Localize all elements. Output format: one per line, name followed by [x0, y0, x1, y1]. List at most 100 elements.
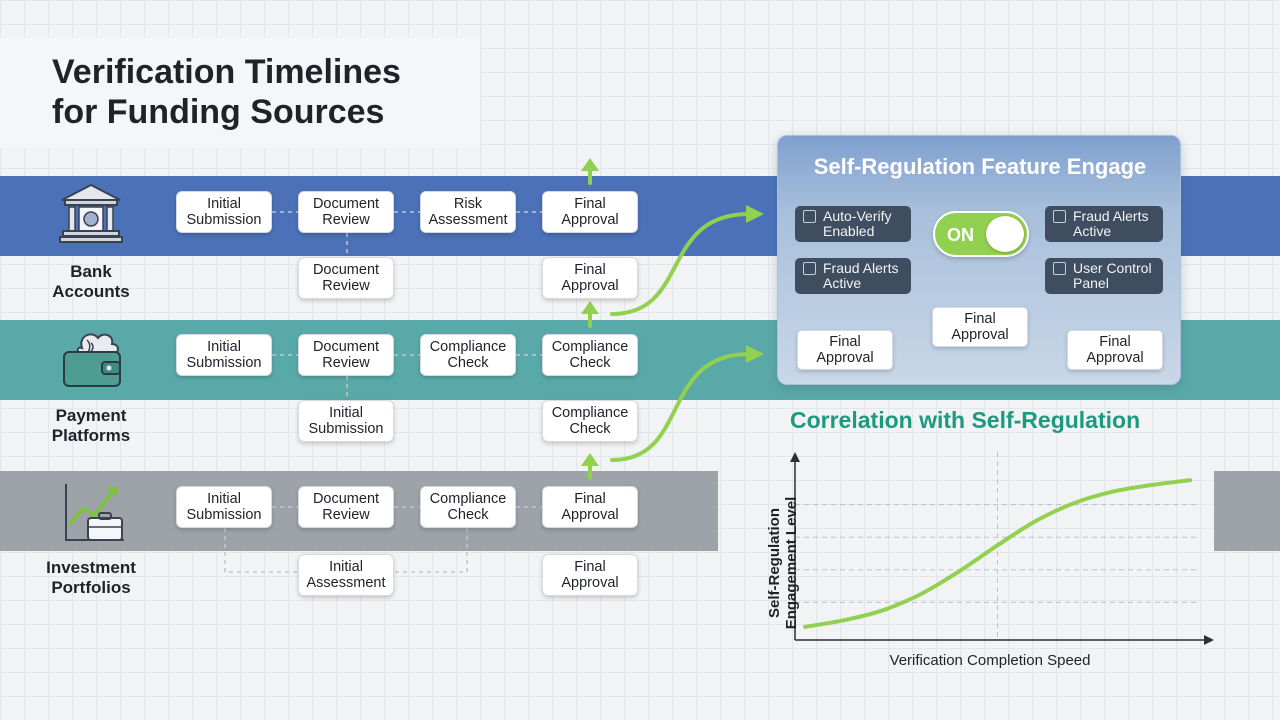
- step-line1: Compliance: [551, 405, 629, 421]
- investment-portfolios-band-right: [1214, 471, 1280, 551]
- step-line1: Document: [312, 262, 380, 278]
- toggle-knob: [986, 216, 1024, 252]
- step-line2: Check: [569, 421, 611, 437]
- source-label-payment-line1: Payment: [55, 406, 127, 425]
- chart-ylabel: Self-Regulation Engagement Level: [766, 488, 800, 638]
- option-line1: User Control: [1073, 260, 1152, 276]
- checkbox[interactable]: [1053, 210, 1066, 223]
- option-line1: Fraud Alerts: [1073, 208, 1149, 224]
- step-line2: Review: [322, 507, 370, 523]
- option-line2: Active: [823, 275, 862, 291]
- chart-xlabel: Verification Completion Speed: [889, 652, 1091, 669]
- checkbox[interactable]: [1053, 262, 1066, 275]
- source-label-investment: Investment Portfolios: [26, 558, 156, 598]
- option-line2: Panel: [1073, 275, 1109, 291]
- page-title: Verification Timelines for Funding Sourc…: [52, 52, 472, 132]
- wallet-icon: [58, 326, 128, 392]
- chart-ylabel-line1: Self-Regulation: [766, 508, 783, 619]
- step-line2: Approval: [1086, 350, 1144, 366]
- step-line2: Assessment: [306, 575, 386, 591]
- option-line2: Enabled: [823, 223, 875, 239]
- source-label-bank-line2: Accounts: [52, 282, 130, 301]
- self-regulation-toggle[interactable]: ON: [933, 211, 1029, 257]
- step-line2: Submission: [186, 212, 262, 228]
- step-line1: Initial: [207, 339, 241, 355]
- step-line2: Check: [447, 507, 489, 523]
- step-line2: Assessment: [428, 212, 508, 228]
- y-axis-arrow: [790, 452, 800, 462]
- source-label-bank: Bank Accounts: [26, 262, 156, 302]
- step-line2: Approval: [951, 327, 1009, 343]
- step-line2: Check: [569, 355, 611, 371]
- step-line1: Document: [312, 339, 380, 355]
- step-line2: Check: [447, 355, 489, 371]
- toggle-label: ON: [947, 225, 974, 245]
- step-line1: Compliance: [551, 339, 629, 355]
- panel-title: Self-Regulation Feature Engage: [813, 154, 1147, 179]
- chart-title: Correlation with Self-Regulation: [790, 407, 1141, 433]
- title-background: [0, 38, 480, 148]
- correlation-chart: [790, 452, 1214, 645]
- step-line1: Final: [829, 334, 861, 350]
- step-line2: Approval: [561, 212, 619, 228]
- series-line: [803, 478, 1192, 629]
- step-line1: Document: [312, 491, 380, 507]
- step-line2: Approval: [561, 575, 619, 591]
- checkbox[interactable]: [803, 262, 816, 275]
- step-line2: Approval: [816, 350, 874, 366]
- option-line1: Fraud Alerts: [823, 260, 899, 276]
- option-line1: Auto-Verify: [823, 208, 892, 224]
- step-line1: Final: [574, 196, 606, 212]
- step-line2: Approval: [561, 507, 619, 523]
- step-line2: Approval: [561, 278, 619, 294]
- step-line2: Review: [322, 278, 370, 294]
- step-line1: Initial: [207, 491, 241, 507]
- step-line1: Final: [574, 262, 606, 278]
- page-title-line1: Verification Timelines: [52, 53, 401, 91]
- source-label-payment: Payment Platforms: [26, 406, 156, 446]
- step-line2: Review: [322, 212, 370, 228]
- step-line1: Final: [574, 491, 606, 507]
- bank-icon: [56, 180, 126, 246]
- self-regulation-panel: Self-Regulation Feature Engage Auto-Veri…: [777, 135, 1181, 385]
- step-line1: Risk: [453, 196, 483, 212]
- source-label-payment-line2: Platforms: [51, 426, 131, 445]
- step-line1: Document: [312, 196, 380, 212]
- step-line1: Initial: [207, 196, 241, 212]
- source-label-bank-line1: Bank: [70, 262, 112, 281]
- source-label-investment-line1: Investment: [46, 558, 136, 577]
- step-line1: Final: [574, 559, 606, 575]
- step-line1: Final: [964, 311, 996, 327]
- step-line2: Review: [322, 355, 370, 371]
- step-line2: Submission: [308, 421, 384, 437]
- step-line1: Compliance: [429, 339, 507, 355]
- step-line1: Initial: [329, 559, 363, 575]
- step-line2: Submission: [186, 355, 262, 371]
- checkbox[interactable]: [803, 210, 816, 223]
